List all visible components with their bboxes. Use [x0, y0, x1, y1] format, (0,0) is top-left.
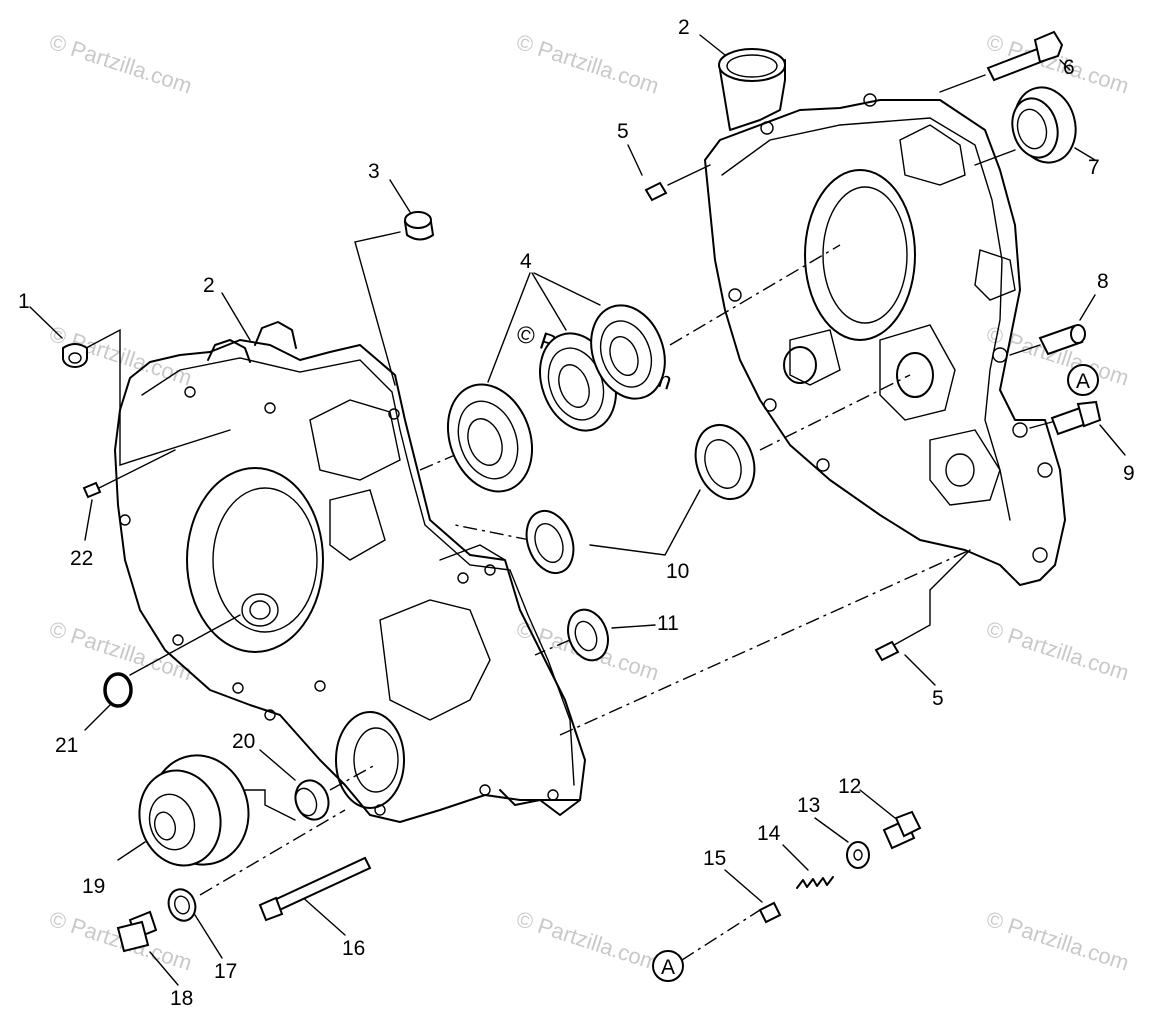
parts: A A [62, 30, 1102, 982]
callout-14: 14 [757, 822, 781, 845]
reference-a-label: A [1076, 370, 1090, 393]
watermark: © Partzilla.com [983, 906, 1132, 976]
callout-16: 16 [342, 937, 365, 960]
reference-a-bottom: A [652, 950, 684, 982]
washer-part-17 [167, 888, 197, 922]
right-crankcase [704, 48, 1066, 586]
callout-6: 6 [1063, 56, 1075, 79]
callout-5-top: 5 [617, 120, 629, 143]
bearing-part-10a [525, 510, 575, 574]
callout-9: 9 [1123, 462, 1135, 485]
bolt-part-6 [986, 30, 1064, 82]
bolt-part-16 [258, 856, 372, 922]
callout-8: 8 [1097, 270, 1109, 293]
callout-2-left: 2 [203, 274, 215, 297]
callout-1: 1 [18, 290, 30, 313]
plunger-part-15 [758, 901, 782, 924]
dowel-pin-part-5-top [644, 181, 668, 202]
seal-part-20 [294, 779, 330, 821]
bearing-part-10b [694, 424, 756, 500]
callout-20: 20 [232, 730, 255, 753]
reference-a-label: A [661, 956, 675, 979]
callout-18: 18 [170, 987, 193, 1010]
bearing-part-4a [446, 383, 534, 493]
callout-13: 13 [797, 794, 820, 817]
pin-part-22 [82, 481, 102, 499]
watermark: © Partzilla.com [513, 29, 662, 99]
bushing-part-1 [62, 343, 88, 368]
bolt-part-12 [882, 810, 922, 850]
rotor-part-19 [138, 754, 250, 867]
callout-2-right: 2 [678, 16, 690, 39]
dowel-pin-part-5-bottom [874, 640, 900, 662]
watermark: © Partzilla.com [983, 616, 1132, 686]
dowel-part-8 [1038, 324, 1086, 356]
callout-11: 11 [657, 612, 679, 635]
callout-4: 4 [520, 250, 532, 273]
left-crankcase [114, 321, 586, 823]
callout-labels: 1 2 2 3 4 5 5 6 7 8 9 10 11 12 13 14 15 … [18, 16, 1135, 1010]
watermark: © Partzilla.com [513, 906, 662, 976]
watermark: © Partzilla.com [46, 29, 195, 99]
callout-7: 7 [1088, 156, 1100, 179]
reference-a-top: A [1067, 364, 1099, 396]
callout-3: 3 [368, 160, 380, 183]
bearing-part-4c [590, 304, 666, 400]
leader-lines [29, 34, 1126, 986]
callout-5-bottom: 5 [932, 687, 944, 710]
spring-part-14 [796, 876, 834, 889]
o-ring-part-21 [103, 672, 133, 708]
washer-part-13 [846, 841, 870, 869]
callout-17: 17 [214, 960, 237, 983]
drain-plug-part-18 [116, 910, 158, 953]
callout-19: 19 [82, 875, 105, 898]
callout-21: 21 [55, 734, 78, 757]
sleeve-part-3 [403, 211, 435, 241]
callout-10: 10 [666, 560, 689, 583]
fitting-part-9 [1050, 400, 1102, 436]
callout-12: 12 [838, 775, 861, 798]
callout-22: 22 [70, 547, 93, 570]
callout-15: 15 [703, 847, 726, 870]
oil-seal-part-7 [1011, 86, 1077, 164]
bearing-part-11 [567, 608, 609, 662]
